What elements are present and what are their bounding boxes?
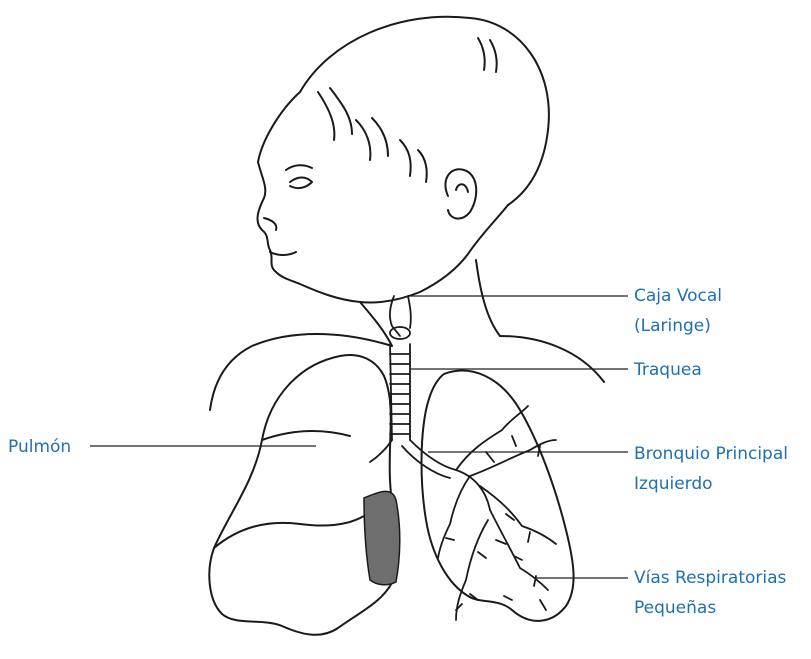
lung-shadow <box>364 491 400 584</box>
label-trachea: Traquea <box>634 359 702 381</box>
face-profile <box>258 162 508 303</box>
label-airways-line2: Pequeñas <box>634 597 716 619</box>
bronchus-left-inner <box>402 446 450 478</box>
hair-strand <box>356 120 370 160</box>
hair-strand <box>372 118 388 156</box>
mouth <box>270 252 296 255</box>
head-outline <box>300 17 549 205</box>
hair-strand <box>400 140 411 176</box>
eyebrow <box>286 165 312 170</box>
airway <box>438 406 556 620</box>
shoulder-right <box>500 336 604 382</box>
eye <box>290 178 312 189</box>
lung-right-body <box>209 355 396 635</box>
hair-left <box>258 92 300 162</box>
label-airways-line1: Vías Respiratorias <box>634 567 786 589</box>
label-larynx-line2: (Laringe) <box>634 315 711 337</box>
hair-strand <box>418 150 427 182</box>
trachea-wall <box>390 344 410 440</box>
hair-strand <box>318 92 334 140</box>
label-larynx-line1: Caja Vocal <box>634 285 722 307</box>
label-bronchus-line1: Bronquio Principal <box>634 443 788 465</box>
nose <box>264 218 276 230</box>
label-lung: Pulmón <box>8 436 71 458</box>
label-bronchus-line2: Izquierdo <box>634 473 713 495</box>
trachea-ring <box>390 354 410 434</box>
ear-inner <box>456 184 468 192</box>
larynx-cartilage <box>390 327 410 339</box>
ear <box>445 169 476 218</box>
neck-back <box>476 260 500 336</box>
hair-strand <box>478 38 485 70</box>
lung-left-outline <box>422 371 574 621</box>
hair-strand <box>490 40 497 72</box>
